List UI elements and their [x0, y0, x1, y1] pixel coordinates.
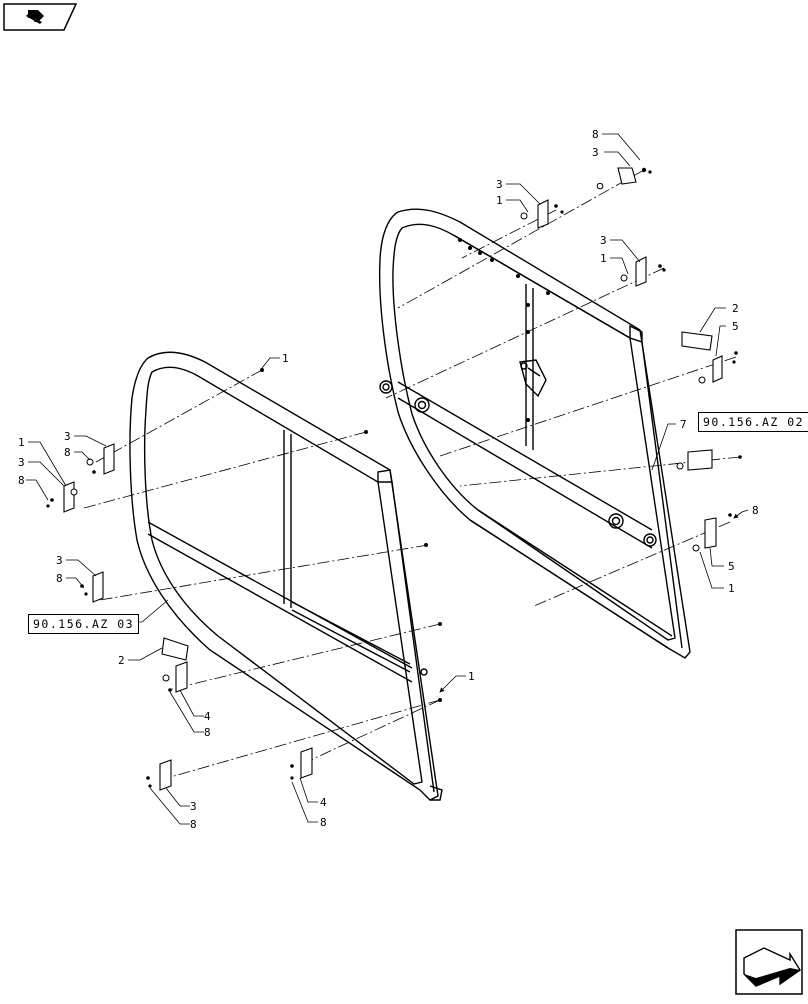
callout-1: 1	[18, 436, 25, 449]
callout-8: 8	[752, 504, 759, 517]
callout-labels: 8 3 3 1 3 1 2 5 7 8 5 1 1 1 3 8 3 8 3 8 …	[18, 128, 759, 831]
callout-8: 8	[64, 446, 71, 459]
callout-3: 3	[64, 430, 71, 443]
callout-3: 3	[190, 800, 197, 813]
callout-3: 3	[592, 146, 599, 159]
callout-3: 3	[18, 456, 25, 469]
reference-link-90-156-az-03[interactable]: 90.156.AZ 03	[28, 614, 140, 634]
callout-2: 2	[732, 302, 739, 315]
callout-3: 3	[56, 554, 63, 567]
callout-8: 8	[18, 474, 25, 487]
callout-8: 8	[592, 128, 599, 141]
callout-7: 7	[680, 418, 687, 431]
callout-5: 5	[732, 320, 739, 333]
callout-8: 8	[56, 572, 63, 585]
callout-2: 2	[118, 654, 125, 667]
callout-4: 4	[204, 710, 211, 723]
callout-5: 5	[728, 560, 735, 573]
right-door-frame	[378, 208, 691, 659]
next-page-button[interactable]	[734, 928, 804, 996]
rubber-pads	[161, 331, 713, 661]
reference-link-90-156-az-02[interactable]: 90.156.AZ 02	[698, 412, 808, 432]
previous-page-button[interactable]	[2, 2, 78, 32]
left-door-frame	[129, 351, 443, 801]
callout-1: 1	[728, 582, 735, 595]
callout-8: 8	[190, 818, 197, 831]
bolts	[46, 167, 742, 788]
next-page-arrow-icon	[735, 929, 803, 995]
callout-1: 1	[496, 194, 503, 207]
assembly-lines	[83, 169, 741, 781]
callout-3: 3	[600, 234, 607, 247]
callout-3: 3	[496, 178, 503, 191]
leader-lines	[26, 133, 749, 825]
callout-1: 1	[282, 352, 289, 365]
previous-page-arrow-icon	[3, 3, 78, 31]
callout-1: 1	[468, 670, 475, 683]
callout-8: 8	[320, 816, 327, 829]
callout-4: 4	[320, 796, 327, 809]
callout-8: 8	[204, 726, 211, 739]
callout-1: 1	[600, 252, 607, 265]
hinge-brackets	[63, 167, 723, 791]
